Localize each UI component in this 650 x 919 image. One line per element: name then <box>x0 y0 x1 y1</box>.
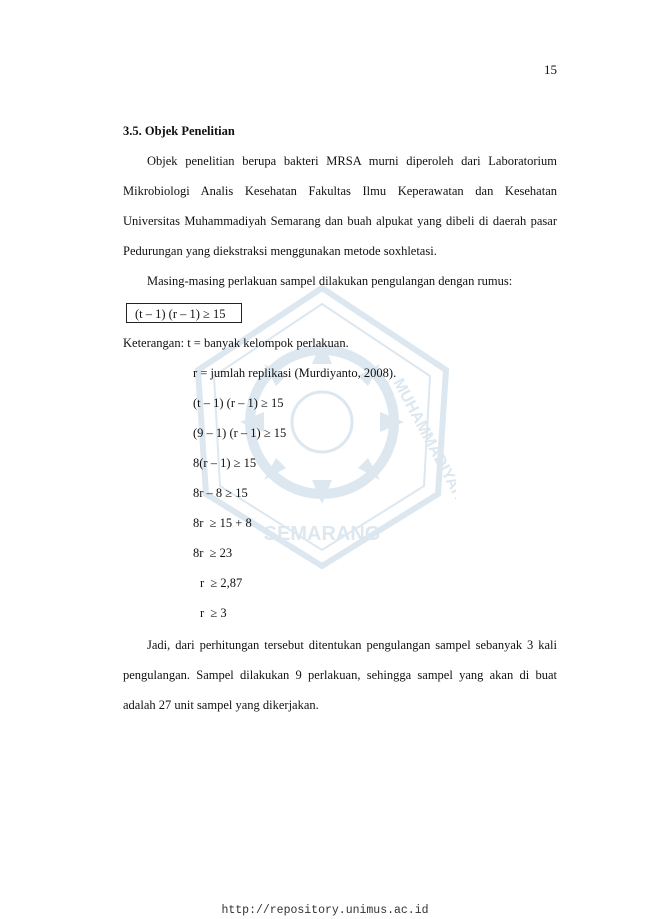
calc-step: 8r ≥ 23 <box>193 546 233 560</box>
section-heading: 3.5. Objek Penelitian <box>123 124 235 138</box>
calc-step: 8r ≥ 15 + 8 <box>193 516 252 530</box>
r-definition: r = jumlah replikasi (Murdiyanto, 2008). <box>193 366 397 380</box>
formula-box: (t – 1) (r – 1) ≥ 15 <box>126 303 242 323</box>
calc-step: (t – 1) (r – 1) ≥ 15 <box>193 396 284 410</box>
page-number: 15 <box>544 62 557 77</box>
watermark-bottom-text: SEMARANG <box>264 523 381 545</box>
paragraph-objek: Objek penelitian berupa bakteri MRSA mur… <box>123 154 557 258</box>
paragraph-conclusion: Jadi, dari perhitungan tersebut ditentuk… <box>123 638 557 712</box>
calc-result: r ≥ 2,87 <box>200 576 243 590</box>
footer-url: http://repository.unimus.ac.id <box>221 904 429 917</box>
calc-step: 8(r – 1) ≥ 15 <box>193 456 257 470</box>
calc-step: 8r – 8 ≥ 15 <box>193 486 248 500</box>
calc-step: (9 – 1) (r – 1) ≥ 15 <box>193 426 287 440</box>
formula-intro: Masing-masing perlakuan sampel dilakukan… <box>147 274 513 288</box>
university-seal-watermark: MUHAMMADIYAH SEMARANG <box>194 284 456 570</box>
keterangan-line: Keterangan: t = banyak kelompok perlakua… <box>123 336 349 350</box>
calc-result: r ≥ 3 <box>200 606 227 620</box>
